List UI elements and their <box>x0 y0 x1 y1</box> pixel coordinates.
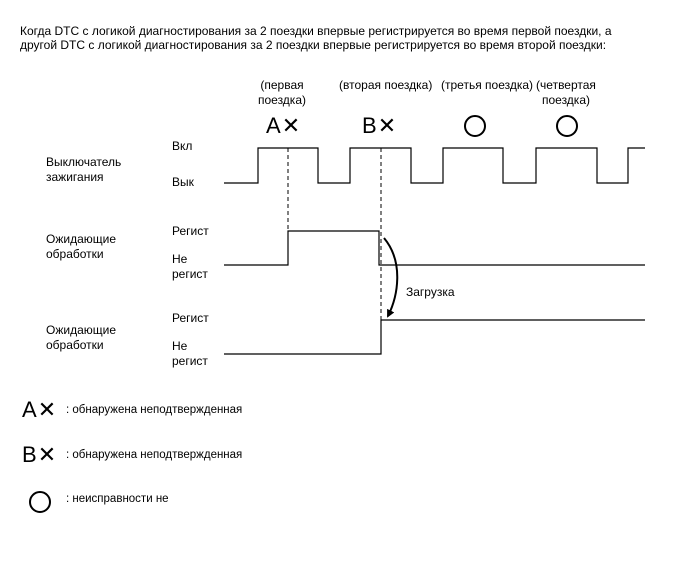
trip-label-fourth-line1: (четвертая <box>536 78 596 92</box>
cross-icon: ✕ <box>281 113 302 138</box>
pending2-unset-line2: регист <box>172 354 208 368</box>
trip-label-third: (третья поездка) <box>441 78 534 92</box>
mark-a-letter: A <box>266 113 282 138</box>
mark-b-letter: B <box>362 113 378 138</box>
pending1-unset-line1: Не <box>172 252 188 266</box>
ignition-waveform <box>224 147 645 184</box>
pending2-label-line2: обработки <box>46 338 104 352</box>
mark-b-x: B✕ <box>362 114 397 138</box>
pending2-set-label: Регист <box>172 311 209 325</box>
intro-line-1: Когда DTC с логикой диагностирования за … <box>20 24 612 38</box>
load-arrow <box>383 237 399 318</box>
ignition-label: Выключатель зажигания <box>46 155 121 185</box>
pending2-label-line1: Ожидающие <box>46 323 116 337</box>
trip-label-second: (вторая поездка) <box>339 78 433 92</box>
load-label: Загрузка <box>406 285 455 299</box>
ignition-label-line1: Выключатель <box>46 155 122 169</box>
legend-mark-a-x: A✕ <box>22 398 57 422</box>
pending1-label-line2: обработки <box>46 247 104 261</box>
trip-label-fourth-line2: поездка) <box>541 93 590 107</box>
pending2-unset-label: Не регист <box>172 339 208 369</box>
intro-line-2: другой DTC с логикой диагностирования за… <box>20 38 607 52</box>
pending1-label-line1: Ожидающие <box>46 232 116 246</box>
legend-b-text: : обнаружена неподтвержденная <box>66 449 243 461</box>
ignition-off-label: Вык <box>172 175 194 189</box>
mark-a-x: A✕ <box>266 114 301 138</box>
pending2-unset-line1: Не <box>172 339 188 353</box>
cross-icon: ✕ <box>37 397 58 422</box>
ignition-label-line2: зажигания <box>46 170 104 184</box>
trip-label-first: (первая поездка) <box>250 78 314 108</box>
pending1-waveform <box>224 230 645 266</box>
ignition-on-label: Вкл <box>172 139 193 153</box>
legend-circle-icon <box>29 491 51 513</box>
pending1-unset-label: Не регист <box>172 252 208 282</box>
pending1-set-label: Регист <box>172 224 209 238</box>
pending2-waveform <box>224 319 645 355</box>
trip-label-fourth: (четвертая поездка) <box>526 78 606 108</box>
intro-text: Когда DTC с логикой диагностирования за … <box>20 24 688 52</box>
cross-icon: ✕ <box>37 442 58 467</box>
trip-label-first-line1: (первая <box>260 78 304 92</box>
trip4-circle-icon <box>556 115 578 137</box>
legend-a-letter: A <box>22 397 38 422</box>
pending1-label: Ожидающие обработки <box>46 232 116 262</box>
legend-mark-b-x: B✕ <box>22 443 57 467</box>
pending2-label: Ожидающие обработки <box>46 323 116 353</box>
pending1-unset-line2: регист <box>172 267 208 281</box>
legend-o-text: : неисправности не <box>66 493 169 505</box>
cross-icon: ✕ <box>377 113 398 138</box>
legend-a-text: : обнаружена неподтвержденная <box>66 404 243 416</box>
trip-label-first-line2: поездка) <box>257 93 306 107</box>
legend-b-letter: B <box>22 442 38 467</box>
trip3-circle-icon <box>464 115 486 137</box>
